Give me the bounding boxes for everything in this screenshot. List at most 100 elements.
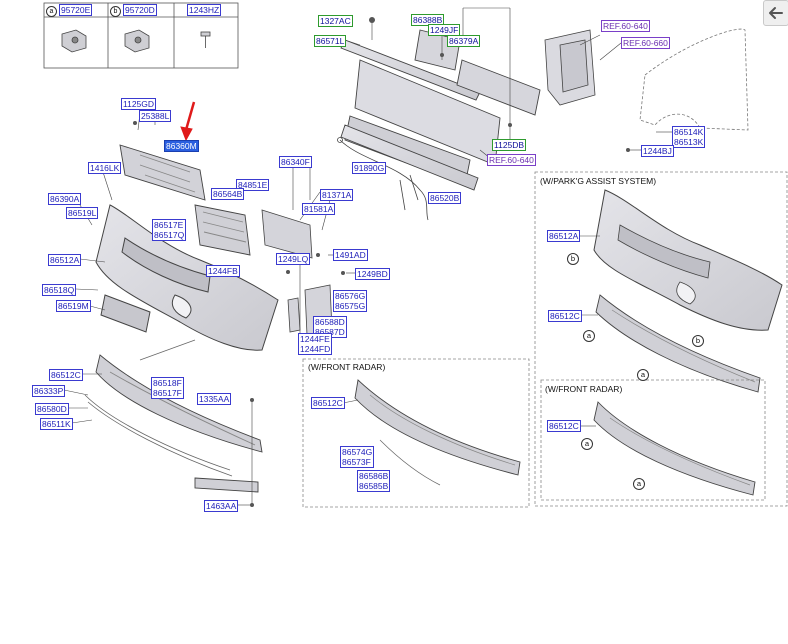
- park-assist-box: [534, 171, 788, 507]
- lower-bumper: [95, 354, 263, 493]
- section-front-radar-right: (W/FRONT RADAR): [545, 384, 623, 394]
- part-label-86588d[interactable]: 86588D: [315, 317, 345, 327]
- part-label-86518f-86517f[interactable]: 86518F 86517F: [151, 377, 184, 399]
- part-label-86512c-park[interactable]: 86512C: [548, 310, 582, 322]
- part-label-86574g[interactable]: 86574G: [342, 447, 373, 457]
- part-label-86512c-park-radar[interactable]: 86512C: [547, 420, 581, 432]
- part-label-86576g[interactable]: 86576G: [335, 291, 366, 301]
- part-label-1491ad[interactable]: 1491AD: [333, 249, 368, 261]
- part-label-1249bd[interactable]: 1249BD: [355, 268, 390, 280]
- part-label-1249jf[interactable]: 1249JF: [428, 24, 461, 36]
- callout-a-bottom: a: [637, 369, 649, 381]
- part-label-1125gd[interactable]: 1125GD: [121, 98, 157, 110]
- bumper-beam: [340, 39, 501, 191]
- part-label-1327ac[interactable]: 1327AC: [318, 15, 353, 27]
- part-label-86512a-main[interactable]: 86512A: [48, 254, 82, 266]
- part-label-1244fe-1244fd[interactable]: 1244FE 1244FD: [298, 333, 333, 355]
- part-label-86390a[interactable]: 86390A: [48, 193, 82, 205]
- part-label-86564b[interactable]: 86564B: [211, 188, 245, 200]
- part-label-86360m[interactable]: 86360M: [164, 140, 199, 152]
- part-label-84851e[interactable]: 84851E: [236, 179, 270, 191]
- part-label-86379a[interactable]: 86379A: [447, 35, 481, 47]
- radiator-grille: [194, 204, 251, 256]
- part-label-86513k[interactable]: 86513K: [674, 137, 704, 147]
- part-label-86511k[interactable]: 86511K: [40, 418, 73, 430]
- part-label-86388b[interactable]: 86388B: [411, 14, 445, 26]
- part-label-86580d[interactable]: 86580D: [35, 403, 69, 415]
- part-label-86340f[interactable]: 86340F: [279, 156, 312, 168]
- part-label-86512a-park[interactable]: 86512A: [547, 230, 581, 242]
- part-label-1249lq[interactable]: 1249LQ: [276, 253, 311, 265]
- legend-item-screw: 1243HZ: [187, 4, 222, 16]
- part-label-81581a[interactable]: 81581A: [302, 203, 336, 215]
- part-label-86586b[interactable]: 86586B: [359, 471, 389, 481]
- section-front-radar-center: (W/FRONT RADAR): [308, 362, 386, 372]
- part-label-86519l[interactable]: 86519L: [66, 207, 99, 219]
- callout-b-upper: b: [567, 253, 579, 265]
- part-label-86587d[interactable]: 86587D: [315, 327, 345, 337]
- part-label-1244fe[interactable]: 1244FE: [300, 334, 330, 344]
- part-label-86520b[interactable]: 86520B: [428, 192, 462, 204]
- fender-outline: [639, 28, 749, 131]
- part-label-86518q[interactable]: 86518Q: [42, 284, 77, 296]
- legend-code-screw[interactable]: 1243HZ: [187, 4, 222, 16]
- part-label-86586b-86585b[interactable]: 86586B 86585B: [357, 470, 391, 492]
- callout-b-right: b: [692, 335, 704, 347]
- legend-table: [43, 2, 239, 69]
- part-label-81371a[interactable]: 81371A: [320, 189, 354, 201]
- part-label-86517q[interactable]: 86517Q: [154, 230, 185, 240]
- part-label-86519m[interactable]: 86519M: [56, 300, 91, 312]
- part-label-86574g-86573f[interactable]: 86574G 86573F: [340, 446, 375, 468]
- part-label-ref-60-640-top[interactable]: REF.60-640: [601, 20, 650, 32]
- part-label-ref-60-640-bottom[interactable]: REF.60-640: [487, 154, 536, 166]
- part-label-86514k[interactable]: 86514K: [674, 127, 704, 137]
- red-arrow-icon: [180, 101, 196, 142]
- part-label-86517e-86517q[interactable]: 86517E 86517Q: [152, 219, 187, 241]
- part-label-1125db[interactable]: 1125DB: [492, 139, 527, 151]
- part-label-86585b[interactable]: 86585B: [359, 481, 389, 491]
- sensor-brackets: [261, 209, 333, 336]
- callout-a-radar-left: a: [581, 438, 593, 450]
- part-label-86514k-86513k[interactable]: 86514K 86513K: [672, 126, 706, 148]
- part-label-86517f[interactable]: 86517F: [153, 388, 182, 398]
- part-label-ref-60-660[interactable]: REF.60-660: [621, 37, 670, 49]
- part-label-1335aa[interactable]: 1335AA: [197, 393, 232, 405]
- section-park-assist: (W/PARK'G ASSIST SYSTEM): [540, 176, 657, 186]
- part-label-1416lk[interactable]: 1416LK: [88, 162, 122, 174]
- part-label-91890g[interactable]: 91890G: [352, 162, 387, 174]
- part-label-86575g[interactable]: 86575G: [335, 301, 366, 311]
- screw-drawing: [200, 31, 211, 48]
- front-radar-box-center: [302, 358, 530, 508]
- legend-code-a[interactable]: 95720E: [59, 4, 93, 16]
- part-label-86512c-radar[interactable]: 86512C: [311, 397, 345, 409]
- back-button[interactable]: [763, 0, 788, 26]
- part-label-86512c-main[interactable]: 86512C: [49, 369, 83, 381]
- clip-b-drawing: [124, 29, 150, 53]
- part-label-86571l[interactable]: 86571L: [314, 35, 347, 47]
- part-label-86517e[interactable]: 86517E: [154, 220, 184, 230]
- legend-code-b[interactable]: 95720D: [123, 4, 157, 16]
- molding-strips: [84, 339, 233, 477]
- part-label-86333p[interactable]: 86333P: [32, 385, 66, 397]
- fasteners: [133, 17, 630, 507]
- part-label-86518f[interactable]: 86518F: [153, 378, 182, 388]
- callout-a-left: a: [583, 330, 595, 342]
- upper-grille: [119, 144, 206, 201]
- part-label-1244fb[interactable]: 1244FB: [206, 265, 240, 277]
- bracket-assembly: [544, 29, 596, 106]
- callout-a-radar-bottom: a: [633, 478, 645, 490]
- part-label-86573f[interactable]: 86573F: [342, 457, 371, 467]
- clip-a-drawing: [61, 29, 87, 53]
- part-label-1244fd[interactable]: 1244FD: [300, 344, 331, 354]
- wiring-harness: [337, 137, 429, 221]
- arrow-left-icon: [769, 7, 783, 19]
- part-label-25388l[interactable]: 25388L: [139, 110, 172, 122]
- part-label-86576g-86575g[interactable]: 86576G 86575G: [333, 290, 368, 312]
- front-bumper-main: [95, 204, 279, 351]
- part-label-1244bj[interactable]: 1244BJ: [641, 145, 674, 157]
- part-label-1463aa[interactable]: 1463AA: [204, 500, 239, 512]
- legend-marker-b: b: [110, 6, 121, 17]
